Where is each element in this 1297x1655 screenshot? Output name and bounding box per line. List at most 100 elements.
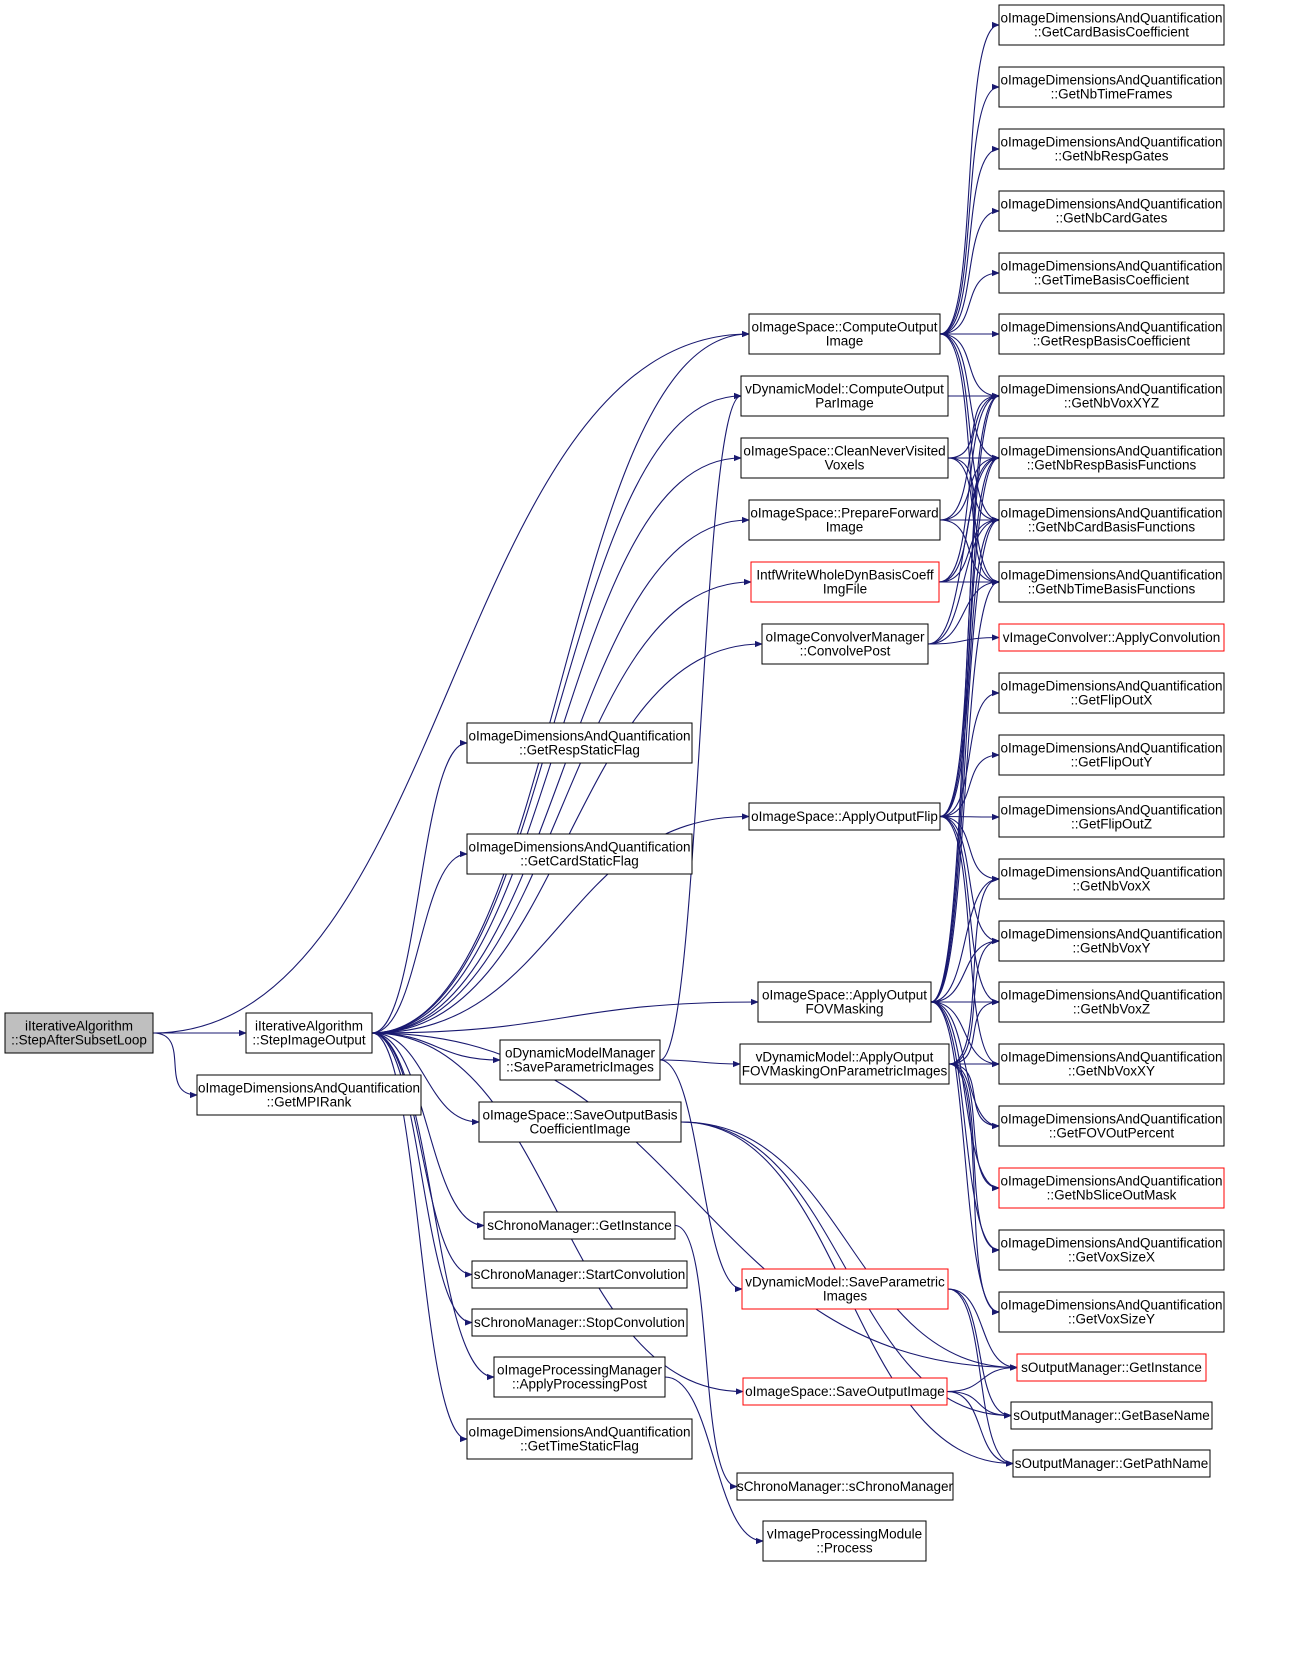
call-edge-stepimg-to-timestatic <box>371 1032 468 1443</box>
node-box <box>493 1356 666 1398</box>
node-label: oImageDimensionsAndQuantification <box>1000 741 1222 756</box>
call-edge-compout-to-cardbasiscoef <box>939 21 1000 335</box>
call-edge-fovmask-to-nbrespbf <box>930 454 1000 1003</box>
node-label: ::GetFlipOutX <box>1071 693 1153 708</box>
graph-node-stepimg[interactable]: iIterativeAlgorithm::StepImageOutput <box>245 1012 373 1054</box>
graph-node-nbtimeframes[interactable]: oImageDimensionsAndQuantification::GetNb… <box>998 66 1225 108</box>
node-box <box>998 437 1225 479</box>
graph-node-nbvoxxyz[interactable]: oImageDimensionsAndQuantification::GetNb… <box>998 375 1225 417</box>
call-edge-convpost-to-nbcardbf <box>927 516 1000 645</box>
graph-node-convpost[interactable]: oImageConvolverManager::ConvolvePost <box>761 623 929 665</box>
graph-node-cardbasiscoef[interactable]: oImageDimensionsAndQuantification::GetCa… <box>998 4 1225 46</box>
graph-node-chrono_start[interactable]: sChronoManager::StartConvolution <box>471 1260 688 1289</box>
graph-node-nbvoxz[interactable]: oImageDimensionsAndQuantification::GetNb… <box>998 981 1225 1023</box>
graph-node-chrono_inst[interactable]: sChronoManager::GetInstance <box>483 1211 676 1240</box>
node-label: ::ConvolvePost <box>800 644 891 659</box>
graph-node-timestatic[interactable]: oImageDimensionsAndQuantification::GetTi… <box>466 1418 693 1460</box>
node-label: ::GetTimeStaticFlag <box>520 1439 639 1454</box>
graph-node-outmgr_inst[interactable]: sOutputManager::GetInstance <box>1016 1353 1207 1382</box>
graph-node-voxsizex[interactable]: oImageDimensionsAndQuantification::GetVo… <box>998 1229 1225 1271</box>
node-label: oImageDimensionsAndQuantification <box>468 729 690 744</box>
node-label: IntfWriteWholeDynBasisCoeff <box>756 568 934 583</box>
node-label: oImageDimensionsAndQuantification <box>1000 11 1222 26</box>
graph-node-chrono_ctor[interactable]: sChronoManager::sChronoManager <box>736 1472 954 1501</box>
node-box <box>762 1520 927 1562</box>
node-label: FOVMaskingOnParametricImages <box>742 1064 948 1079</box>
node-box <box>741 1268 949 1310</box>
node-label: iIterativeAlgorithm <box>25 1019 133 1034</box>
graph-node-chrono_stop[interactable]: sChronoManager::StopConvolution <box>471 1308 688 1337</box>
graph-node-cardstatic[interactable]: oImageDimensionsAndQuantification::GetCa… <box>466 833 693 875</box>
graph-node-flipy[interactable]: oImageDimensionsAndQuantification::GetFl… <box>998 734 1225 776</box>
node-label: ::GetVoxSizeX <box>1068 1250 1155 1265</box>
node-box <box>998 313 1225 355</box>
call-edge-saveout-to-outmgr_inst <box>946 1364 1018 1393</box>
graph-node-root[interactable]: iIterativeAlgorithm::StepAfterSubsetLoop <box>4 1012 154 1054</box>
graph-node-nbcardbf[interactable]: oImageDimensionsAndQuantification::GetNb… <box>998 499 1225 541</box>
graph-node-flip[interactable]: oImageSpace::ApplyOutputFlip <box>748 802 941 831</box>
call-edge-prepfwd-to-nbvoxxyz <box>939 392 1000 521</box>
graph-node-ipm_post[interactable]: oImageProcessingManager::ApplyProcessing… <box>493 1356 666 1398</box>
graph-node-fovoutpct[interactable]: oImageDimensionsAndQuantification::GetFO… <box>998 1105 1225 1147</box>
graph-node-saveobc[interactable]: oImageSpace::SaveOutputBasisCoefficientI… <box>478 1101 682 1143</box>
graph-node-nbrespbf[interactable]: oImageDimensionsAndQuantification::GetNb… <box>998 437 1225 479</box>
node-box <box>1010 1401 1213 1430</box>
node-label: oImageDimensionsAndQuantification <box>1000 568 1222 583</box>
node-label: ::GetNbVoxZ <box>1073 1002 1150 1017</box>
graph-node-pathname[interactable]: sOutputManager::GetPathName <box>1012 1449 1211 1478</box>
graph-node-timebasiscoef[interactable]: oImageDimensionsAndQuantification::GetTi… <box>998 252 1225 294</box>
graph-node-dmm_save[interactable]: oDynamicModelManager::SaveParametricImag… <box>499 1039 661 1081</box>
node-label: oImageDimensionsAndQuantification <box>1000 1050 1222 1065</box>
node-label: ::StepAfterSubsetLoop <box>11 1033 147 1048</box>
graph-node-ipmod[interactable]: vImageProcessingModule::Process <box>762 1520 927 1562</box>
graph-node-nbvoxx[interactable]: oImageDimensionsAndQuantification::GetNb… <box>998 858 1225 900</box>
node-box <box>998 1043 1225 1085</box>
node-label: oImageDimensionsAndQuantification <box>1000 803 1222 818</box>
graph-node-nbvoxy[interactable]: oImageDimensionsAndQuantification::GetNb… <box>998 920 1225 962</box>
node-box <box>748 499 941 541</box>
call-edge-intfwrite-to-nbcardbf <box>938 516 1000 583</box>
node-label: oImageDimensionsAndQuantification <box>1000 73 1222 88</box>
call-edge-stepimg-to-flip <box>371 813 750 1034</box>
graph-node-vdm_save[interactable]: vDynamicModel::SaveParametricImages <box>741 1268 949 1310</box>
graph-node-nbvoxxy[interactable]: oImageDimensionsAndQuantification::GetNb… <box>998 1043 1225 1085</box>
graph-node-nbtimebf[interactable]: oImageDimensionsAndQuantification::GetNb… <box>998 561 1225 603</box>
graph-node-respstatic[interactable]: oImageDimensionsAndQuantification::GetRe… <box>466 722 693 764</box>
node-label: ImgFile <box>823 582 867 597</box>
call-edge-vdm_save-to-basename <box>947 1288 1012 1419</box>
node-box <box>471 1308 688 1337</box>
graph-node-mpirank[interactable]: oImageDimensionsAndQuantification::GetMP… <box>196 1074 422 1116</box>
node-box <box>998 1291 1225 1333</box>
graph-node-saveout[interactable]: oImageSpace::SaveOutputImage <box>742 1377 948 1406</box>
graph-node-flipx[interactable]: oImageDimensionsAndQuantification::GetFl… <box>998 672 1225 714</box>
graph-node-basename[interactable]: sOutputManager::GetBaseName <box>1010 1401 1213 1430</box>
call-edge-stepimg-to-chrono_inst <box>371 1032 485 1229</box>
node-box <box>757 981 932 1023</box>
graph-node-applyconv[interactable]: vImageConvolver::ApplyConvolution <box>998 623 1225 652</box>
call-edge-vdm_fov-to-nbsliceout <box>948 1063 1000 1192</box>
node-label: oImageSpace::SaveOutputImage <box>745 1384 945 1399</box>
graph-node-voxsizey[interactable]: oImageDimensionsAndQuantification::GetVo… <box>998 1291 1225 1333</box>
graph-node-nbcardgates[interactable]: oImageDimensionsAndQuantification::GetNb… <box>998 190 1225 232</box>
node-label: ::GetNbRespGates <box>1054 149 1168 164</box>
graph-node-nbrespgates[interactable]: oImageDimensionsAndQuantification::GetNb… <box>998 128 1225 170</box>
call-edge-compout-to-nbrespgates <box>939 145 1000 335</box>
graph-node-flipz[interactable]: oImageDimensionsAndQuantification::GetFl… <box>998 796 1225 838</box>
node-label: oDynamicModelManager <box>505 1046 656 1061</box>
call-edge-fovmask-to-nbvoxy <box>930 937 1000 1003</box>
graph-node-nbsliceout[interactable]: oImageDimensionsAndQuantification::GetNb… <box>998 1167 1225 1209</box>
call-edge-stepimg-to-prepfwd <box>371 516 750 1034</box>
call-edge-stepimg-to-vdm_comp <box>371 392 742 1034</box>
call-edge-vdm_fov-to-nbvoxz <box>948 998 1000 1065</box>
graph-node-vdm_fov[interactable]: vDynamicModel::ApplyOutputFOVMaskingOnPa… <box>739 1043 950 1085</box>
call-edge-flip-to-flipx <box>939 689 1000 818</box>
graph-node-respbasiscoef[interactable]: oImageDimensionsAndQuantification::GetRe… <box>998 313 1225 355</box>
node-label: ::GetNbVoxXY <box>1068 1064 1155 1079</box>
node-label: vImageProcessingModule <box>767 1527 922 1542</box>
